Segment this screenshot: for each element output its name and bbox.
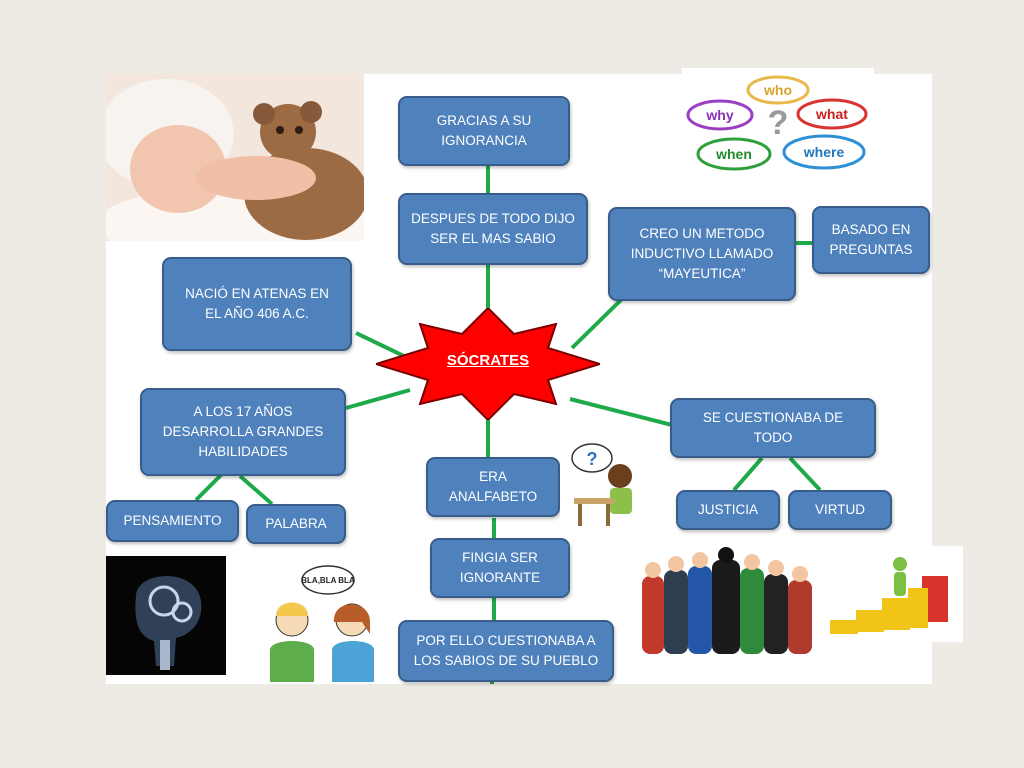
box-line: “MAYEUTICA” (658, 266, 746, 281)
box-line: LOS SABIOS DE SU PUEBLO (413, 653, 599, 668)
stairs-climber-image (826, 546, 963, 642)
box-line: IGNORANCIA (441, 133, 527, 148)
box-justicia: JUSTICIA (676, 490, 780, 530)
box-virtud: VIRTUD (788, 490, 892, 530)
box-analfabeto: ERA ANALFABETO (426, 457, 560, 517)
question-mark-icon: ? (768, 104, 789, 142)
box-line: A LOS 17 AÑOS (193, 404, 293, 419)
box-gracias-ignorancia: GRACIAS A SU IGNORANCIA (398, 96, 570, 166)
box-line: DESARROLLA GRANDES (162, 424, 324, 439)
question-word: who (763, 82, 792, 98)
box-line: GRACIAS A SU (436, 113, 532, 128)
question-mark-icon: ? (587, 449, 598, 469)
speech-bubble-text: BLA,BLA BLA (301, 576, 355, 585)
box-despues-sabio: DESPUES DE TODO DIJO SER EL MAS SABIO (398, 193, 588, 265)
box-17-anos: A LOS 17 AÑOS DESARROLLA GRANDES HABILID… (140, 388, 346, 476)
question-word: where (803, 144, 845, 160)
question-word: why (705, 107, 733, 123)
box-line: NACIÓ EN ATENAS EN (185, 286, 329, 301)
box-line: INDUCTIVO LLAMADO (630, 246, 774, 261)
box-line: ERA (479, 469, 507, 484)
box-metodo-mayeutica: CREO UN METODO INDUCTIVO LLAMADO “MAYEUT… (608, 207, 796, 301)
box-palabra: PALABRA (246, 504, 346, 544)
box-line: SE CUESTIONABA DE (702, 410, 844, 425)
brain-xray-image (106, 556, 226, 675)
box-line: SER EL MAS SABIO (430, 231, 556, 246)
box-line: ANALFABETO (448, 489, 538, 504)
box-basado-preguntas: BASADO EN PREGUNTAS (812, 206, 930, 274)
box-cuestionaba-todo: SE CUESTIONABA DE TODO (670, 398, 876, 458)
question-words-image: who why what ? when where (682, 68, 874, 180)
kids-talking-image: BLA,BLA BLA (262, 562, 386, 682)
question-word: what (815, 106, 848, 122)
box-line: DESPUES DE TODO DIJO (411, 211, 575, 226)
box-cuestionaba-sabios: POR ELLO CUESTIONABA A LOS SABIOS DE SU … (398, 620, 614, 682)
box-pensamiento: PENSAMIENTO (106, 500, 239, 542)
box-line: HABILIDADES (198, 444, 288, 459)
box-fingia-ignorante: FINGIA SER IGNORANTE (430, 538, 570, 598)
box-line: IGNORANTE (459, 570, 541, 585)
student-thinking-image: ? (560, 440, 646, 532)
box-nacio-atenas: NACIÓ EN ATENAS EN EL AÑO 406 A.C. (162, 257, 352, 351)
superheroes-image (638, 546, 816, 654)
box-line: BASADO EN (831, 222, 911, 237)
box-line: POR ELLO CUESTIONABA A (416, 633, 596, 648)
box-line: TODO (753, 430, 793, 445)
question-word: when (715, 146, 752, 162)
socrates-star-shape (376, 308, 600, 420)
box-line: CREO UN METODO (639, 226, 765, 241)
box-line: FINGIA SER (462, 550, 538, 565)
box-line: EL AÑO 406 A.C. (205, 306, 309, 321)
box-line: PREGUNTAS (829, 242, 913, 257)
sleeping-baby-image (106, 74, 364, 241)
center-topic-label: SÓCRATES (446, 352, 530, 369)
